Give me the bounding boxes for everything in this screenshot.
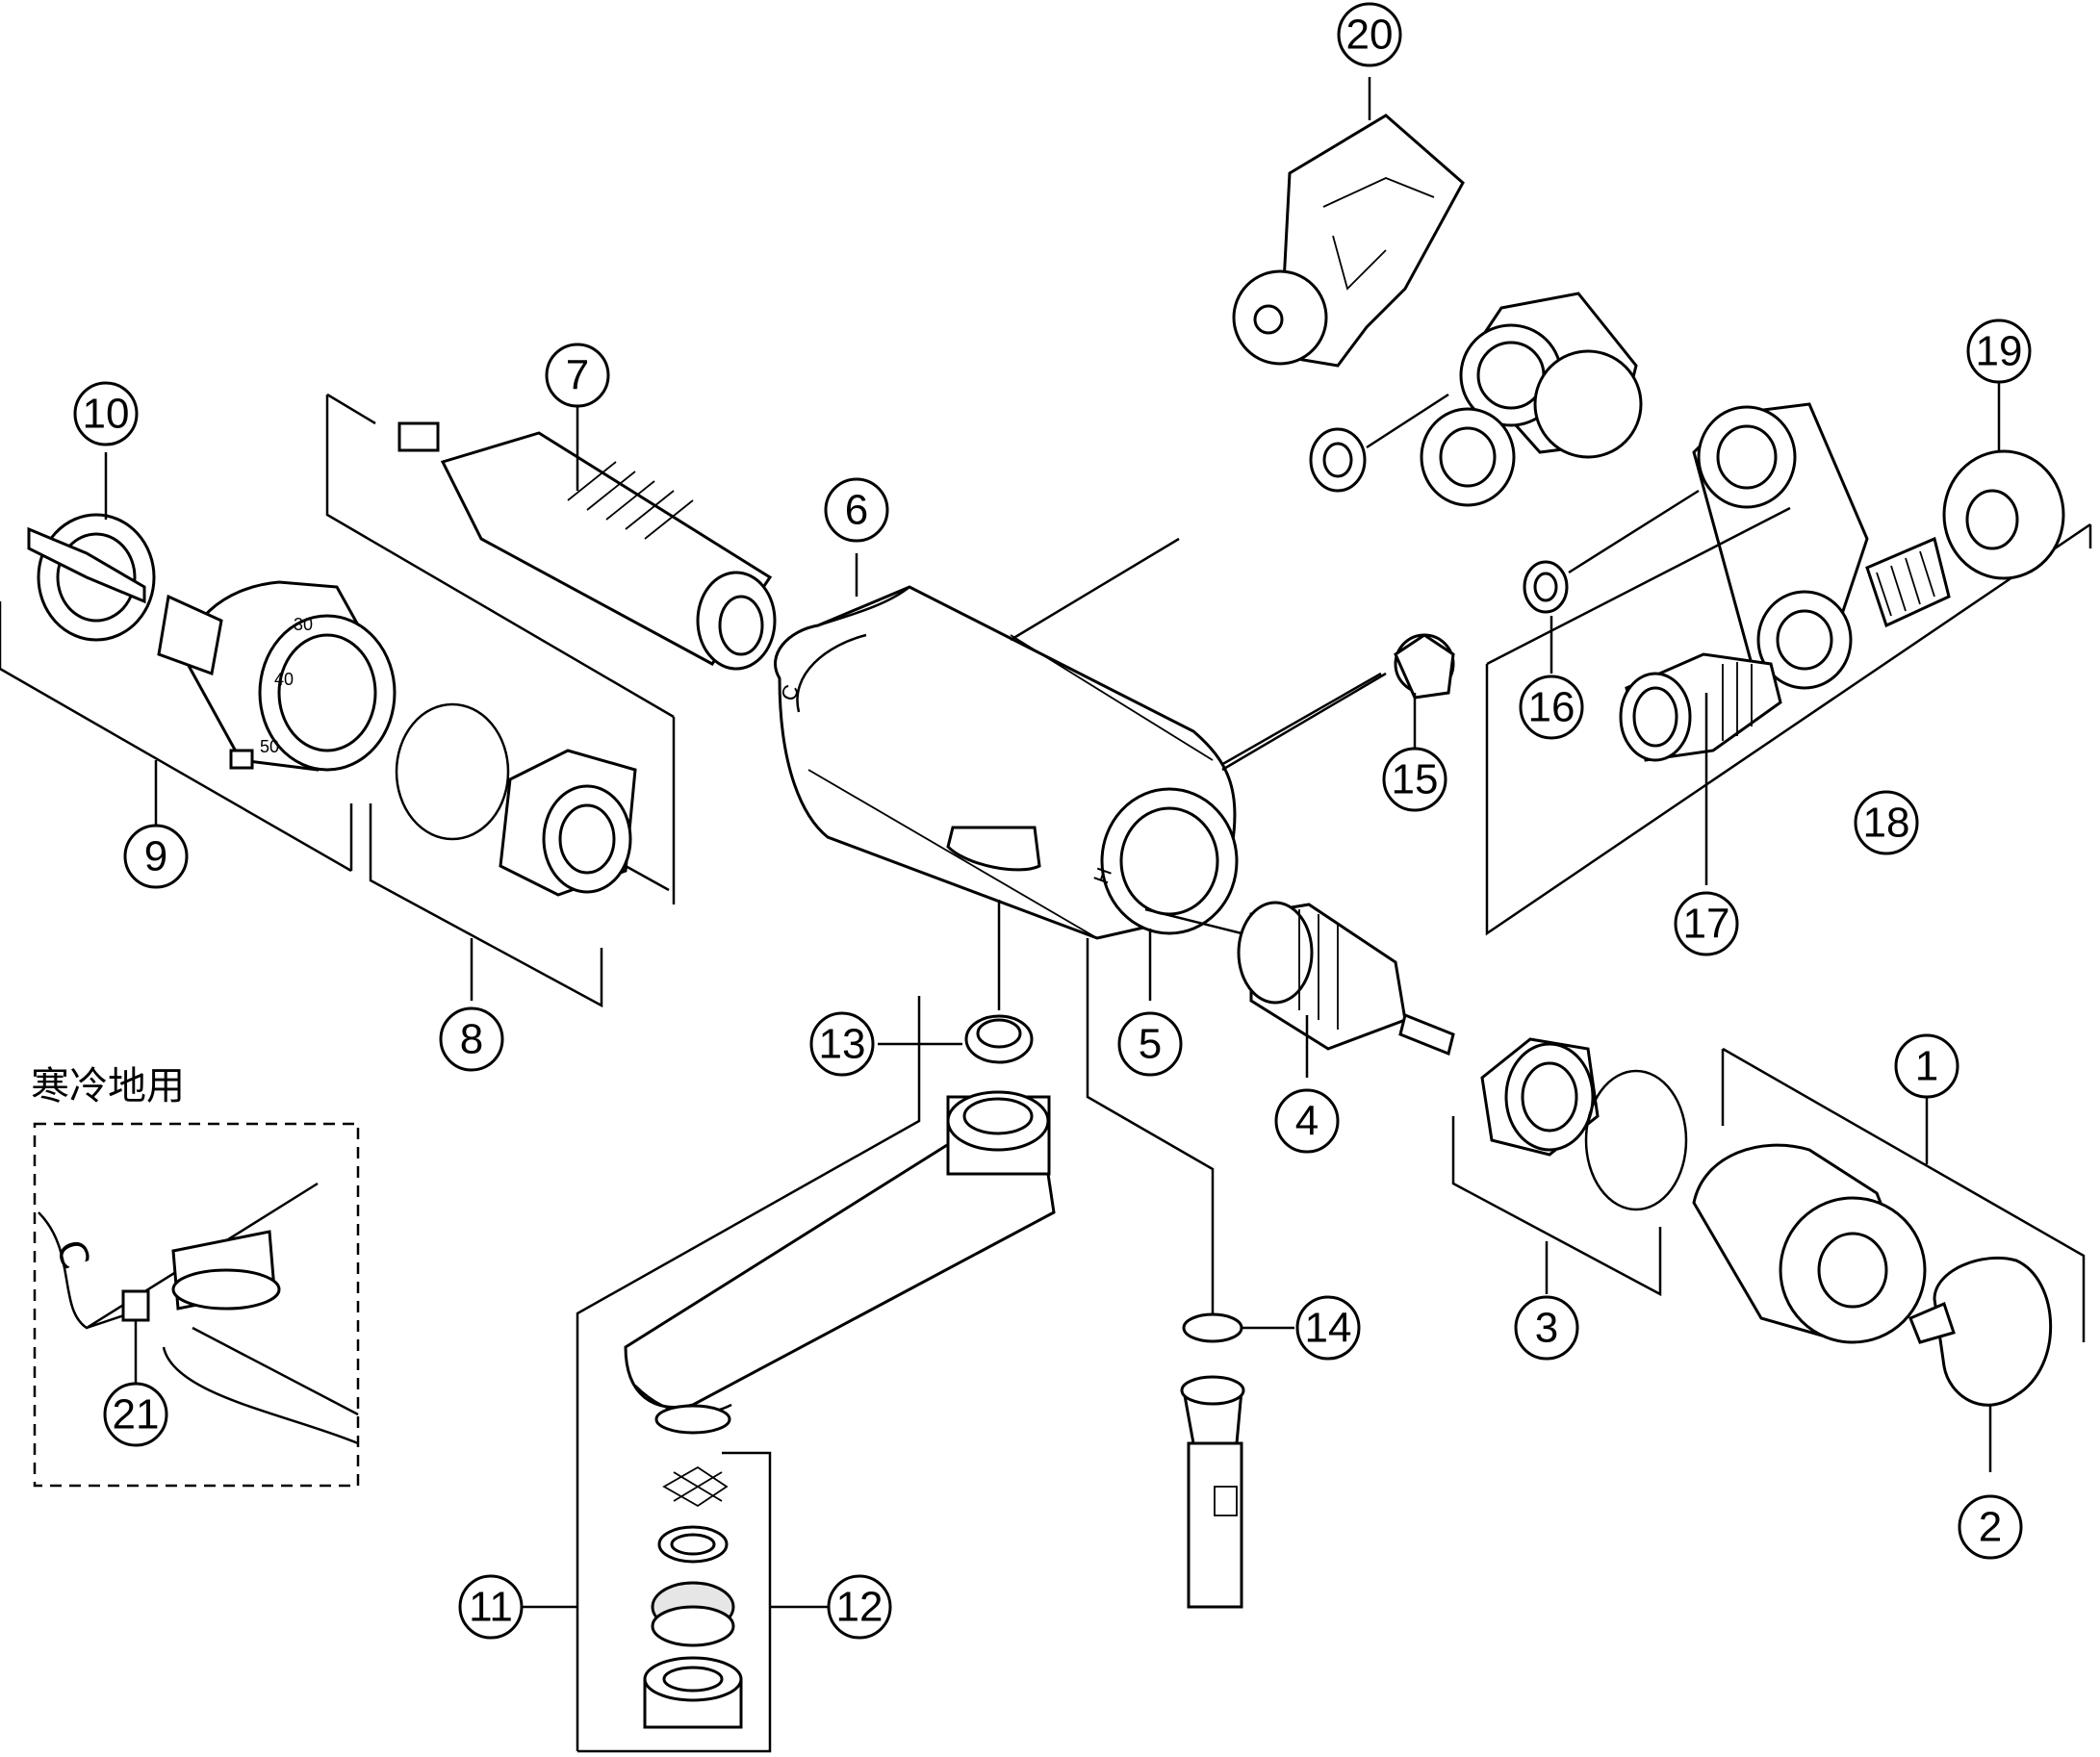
callout-4: 4 <box>1295 1098 1319 1145</box>
part-3-nut-and-ring <box>1451 1037 1688 1297</box>
callout-5: 5 <box>1139 1021 1162 1068</box>
callout-9: 9 <box>144 833 167 880</box>
callout-12: 12 <box>836 1584 884 1631</box>
callout-1: 1 <box>1915 1043 1938 1090</box>
callout-2: 2 <box>1979 1504 2002 1551</box>
callout-17: 17 <box>1683 901 1730 948</box>
callout-10: 10 <box>83 391 130 438</box>
part-20-shower-bracket <box>1232 77 1465 368</box>
inset-frame <box>33 1122 360 1488</box>
callout-8: 8 <box>460 1016 483 1063</box>
part-10-handle-adapter <box>27 452 156 642</box>
part-4-switching-cartridge <box>1144 901 1455 1078</box>
callout-14: 14 <box>1305 1305 1352 1352</box>
part-12-aerator-set <box>643 1465 828 1729</box>
part-18-elbow-set <box>1485 402 2092 936</box>
part-13-seal <box>878 900 1034 1064</box>
svg-text:C: C <box>47 1235 98 1275</box>
part-2-handle-cap <box>1908 1256 2053 1472</box>
callout-19: 19 <box>1976 328 2023 375</box>
part-6-valve-body: C H <box>774 537 1387 940</box>
part-14-seal-and-tube <box>1086 938 1294 1609</box>
callout-18: 18 <box>1863 800 1910 847</box>
callout-20: 20 <box>1346 12 1394 59</box>
dial-mark-40: 40 <box>274 670 294 689</box>
part-11-spout <box>523 996 1056 1753</box>
callout-circles <box>73 2 2032 1640</box>
upper-elbow-fitting <box>1309 292 1643 507</box>
part-15-valve-stem <box>1212 633 1455 772</box>
part-7-thermostat-cartridge <box>325 393 777 904</box>
part-1-switching-handle <box>1692 1047 2086 1344</box>
part-9-temperature-handle: 30 40 50 <box>0 580 397 873</box>
callout-labels: 1 2 3 4 5 6 7 8 9 10 11 12 13 14 15 16 1… <box>83 12 2023 1631</box>
callout-21: 21 <box>113 1391 160 1439</box>
callout-13: 13 <box>819 1021 866 1068</box>
cold-region-inset: 寒冷地用 C <box>31 1064 360 1488</box>
callout-7: 7 <box>566 352 589 399</box>
part-8-ring-and-nut <box>369 702 670 1008</box>
drain-plug-part <box>121 1289 150 1322</box>
callout-11: 11 <box>469 1584 513 1631</box>
dial-mark-30: 30 <box>294 615 313 634</box>
callout-6: 6 <box>845 487 868 534</box>
callout-15: 15 <box>1392 756 1439 803</box>
callout-16: 16 <box>1528 684 1575 731</box>
callout-3: 3 <box>1535 1305 1558 1352</box>
inset-title: 寒冷地用 <box>31 1064 185 1108</box>
part-19-escutcheon <box>1942 375 2065 580</box>
dial-mark-50: 50 <box>260 737 279 756</box>
part-17-check-valve <box>1619 652 1782 885</box>
